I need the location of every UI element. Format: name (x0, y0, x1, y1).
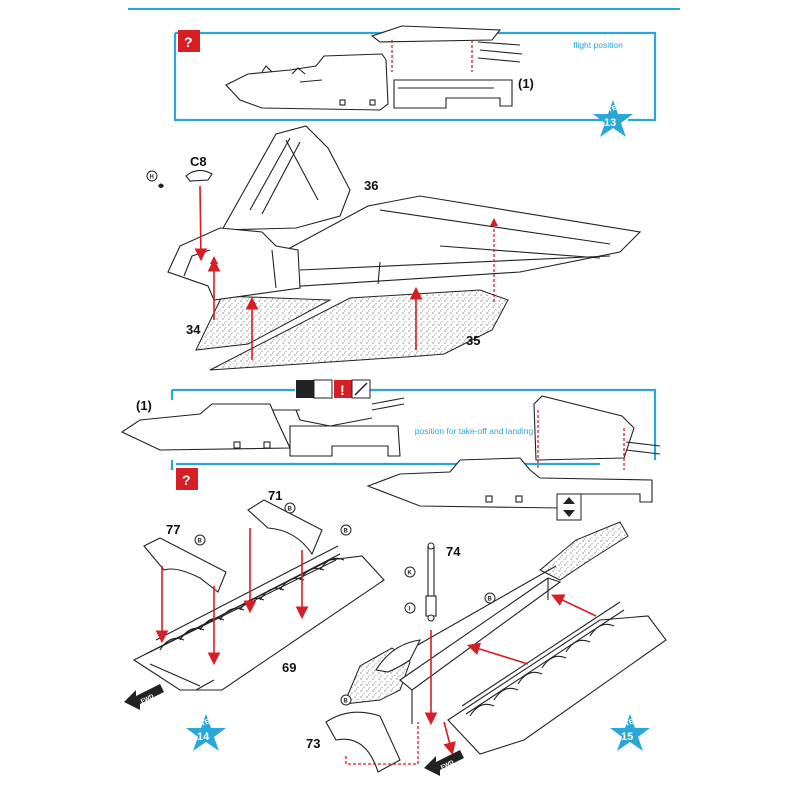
flight-position-panel: ? flight position (1) (173, 25, 657, 122)
svg-text:FWD: FWD (440, 759, 456, 771)
step-14-badge: STEP 14 (186, 714, 226, 751)
svg-text:I: I (409, 607, 411, 613)
label-77: 77 (166, 522, 180, 537)
step-15-badge: STEP 15 (610, 714, 650, 751)
label-74: 74 (446, 544, 461, 559)
svg-text:B: B (288, 507, 293, 513)
svg-text:B: B (488, 597, 493, 603)
flight-position-label: flight position (573, 40, 623, 50)
question-mark-top: ? (184, 34, 193, 50)
svg-text:14: 14 (197, 731, 210, 743)
ref-1-mid: (1) (136, 398, 152, 413)
svg-text:?: ? (182, 472, 191, 488)
label-c8: C8 (190, 154, 207, 169)
fwd-arrow-left (124, 684, 164, 710)
label-71: 71 (268, 488, 282, 503)
step-14-assembly: 77 71 69 B B B FWD (124, 488, 385, 710)
label-34: 34 (186, 322, 201, 337)
question-badge-top (178, 30, 200, 52)
takeoff-position-panel: ! (1) position for take-off and landing … (120, 379, 661, 521)
fwd-arrow-right (424, 750, 464, 776)
svg-text:B: B (198, 539, 203, 545)
svg-text:B: B (344, 529, 349, 535)
svg-text:B: B (344, 699, 349, 705)
step-13-badge: STEP 13 (593, 100, 633, 137)
question-badge-mid (176, 468, 198, 490)
step-15-assembly: 73 74 K I B B FWD (306, 521, 667, 776)
label-69: 69 (282, 660, 296, 675)
svg-text:15: 15 (621, 731, 633, 743)
svg-text:FWD: FWD (140, 693, 156, 705)
takeoff-landing-label: position for take-off and landing (415, 426, 534, 436)
label-35: 35 (466, 333, 480, 348)
label-36: 36 (364, 178, 378, 193)
svg-text:K: K (408, 571, 413, 577)
warning-badge (334, 380, 352, 398)
tool-icon-1 (296, 380, 314, 398)
label-73: 73 (306, 736, 320, 751)
wing-assembly: C8 36 34 35 H (146, 125, 642, 371)
svg-text:H: H (150, 175, 154, 181)
svg-text:!: ! (340, 382, 345, 398)
tool-icon-2 (313, 379, 333, 399)
svg-text:13: 13 (604, 117, 616, 129)
ref-1-top: (1) (518, 76, 534, 91)
part-74-strut (425, 542, 437, 622)
part-35-panel (209, 289, 509, 371)
